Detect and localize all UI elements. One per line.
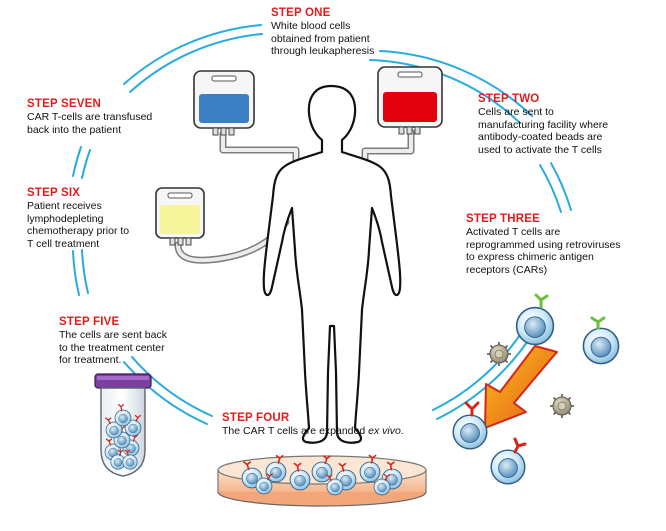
car-t-cell-icon	[110, 449, 126, 470]
step-four-end: .	[400, 425, 404, 437]
t-cell-icon	[515, 293, 555, 346]
arc-2-3	[539, 164, 562, 213]
step-three-line-2: reprogrammed using retroviruses	[466, 238, 621, 251]
test-tube-icon	[94, 373, 152, 477]
car-t-cell-icon	[124, 414, 142, 437]
step-two-line-1: Cells are sent to	[478, 106, 554, 118]
step-one-title: STEP ONE	[271, 7, 331, 19]
arc-5-6-outer	[72, 250, 80, 296]
step-two: STEP TWO Cells are sent to manufacturing…	[478, 92, 658, 156]
car-t-cell-icon	[255, 473, 273, 495]
step-five-title: STEP FIVE	[59, 316, 120, 328]
car-t-cell-icon	[241, 461, 263, 489]
arc-1-2	[369, 59, 521, 124]
retrovirus-icon	[486, 341, 512, 367]
car-t-cell-icon	[373, 473, 391, 496]
arc-7-1-outer	[123, 24, 262, 85]
car-t-cell-icon	[326, 474, 344, 496]
car-t-cell-icon	[381, 461, 403, 490]
step-five-line-3: for treatment.	[59, 354, 122, 366]
step-six-line-1: Patient receives	[27, 200, 102, 212]
step-three: STEP THREE Activated T cells are reprogr…	[466, 212, 656, 276]
car-t-cell-icon	[114, 404, 132, 427]
arc-1-2-outer	[379, 50, 533, 117]
dish-car-t-cells	[241, 454, 403, 496]
retrovirus-icon	[549, 393, 575, 419]
car-t-cell-icon	[105, 417, 123, 439]
step-five-line-1: The cells are sent back	[59, 329, 167, 341]
car-t-cell-icon	[122, 449, 138, 470]
chemo-bag-icon	[155, 187, 205, 246]
step-six-title: STEP SIX	[27, 187, 81, 199]
arc-4-5	[131, 356, 213, 417]
step-three-line-3: to express chimeric antigen	[466, 251, 594, 263]
car-t-cell-icon	[335, 462, 357, 491]
car-t-cell-icon	[311, 455, 333, 483]
step-six-line-3: chemotherapy prior to	[27, 225, 130, 237]
car-t-cell-icon	[359, 454, 381, 483]
car-t-cell-icon	[289, 462, 311, 491]
step-four-text: The CAR T cells are expanded	[222, 425, 369, 437]
arc-2-3-outer	[550, 162, 572, 211]
step-one-line-3: through leukapheresis	[271, 45, 375, 57]
car-t-cell-icon	[265, 454, 287, 483]
step-six-line-4: T cell treatment	[27, 237, 100, 250]
step-three-line-1: Activated T cells are	[466, 226, 561, 238]
step-two-title: STEP TWO	[478, 93, 540, 105]
step-six: STEP SIX Patient receives lymphodepletin…	[27, 186, 157, 250]
step-seven-line-1: CAR T-cells are transfused	[27, 111, 153, 123]
step-one-line-1: White blood cells	[271, 20, 351, 32]
step-three-title: STEP THREE	[466, 213, 540, 225]
step-four: STEP FOUR The CAR T cells are expanded e…	[222, 411, 452, 438]
step-two-line-4: used to activate the T cells	[478, 143, 602, 156]
blood-bag-icon	[377, 66, 443, 135]
car-t-cell-icon	[104, 438, 122, 461]
car-t-cell-icon	[490, 437, 527, 485]
arc-7-1	[129, 33, 263, 93]
t-cell-icon	[582, 316, 620, 365]
step-four-title: STEP FOUR	[222, 412, 290, 424]
step-two-line-2: manufacturing facility where	[478, 118, 609, 131]
step-five-line-2: to the treatment center	[59, 341, 165, 354]
step-three-line-4: receptors (CARs)	[466, 263, 548, 276]
arc-6-7-outer	[72, 146, 82, 177]
tube-car-t-cells	[104, 404, 142, 470]
step-one: STEP ONE White blood cells obtained from…	[271, 6, 421, 58]
step-four-italic: ex vivo	[368, 425, 401, 437]
arc-6-7	[81, 149, 91, 179]
step-seven-line-2: back into the patient	[27, 123, 121, 136]
arc-5-6	[81, 249, 89, 294]
step-six-line-2: lymphodepleting	[27, 212, 104, 225]
t-cell-bag-icon	[193, 70, 255, 136]
step-five: STEP FIVE The cells are sent back to the…	[59, 315, 219, 367]
human-silhouette-icon	[262, 84, 402, 444]
step-one-line-2: obtained from patient	[271, 32, 370, 45]
car-t-cell-icon	[452, 401, 488, 450]
step-seven: STEP SEVEN CAR T-cells are transfused ba…	[27, 97, 187, 136]
step-two-line-3: antibody-coated beads are	[478, 131, 603, 143]
petri-dish-icon	[217, 454, 427, 507]
arc-4-5-outer	[123, 361, 208, 425]
step-four-body: The CAR T cells are expanded ex vivo.	[222, 425, 452, 438]
step-seven-title: STEP SEVEN	[27, 98, 102, 110]
